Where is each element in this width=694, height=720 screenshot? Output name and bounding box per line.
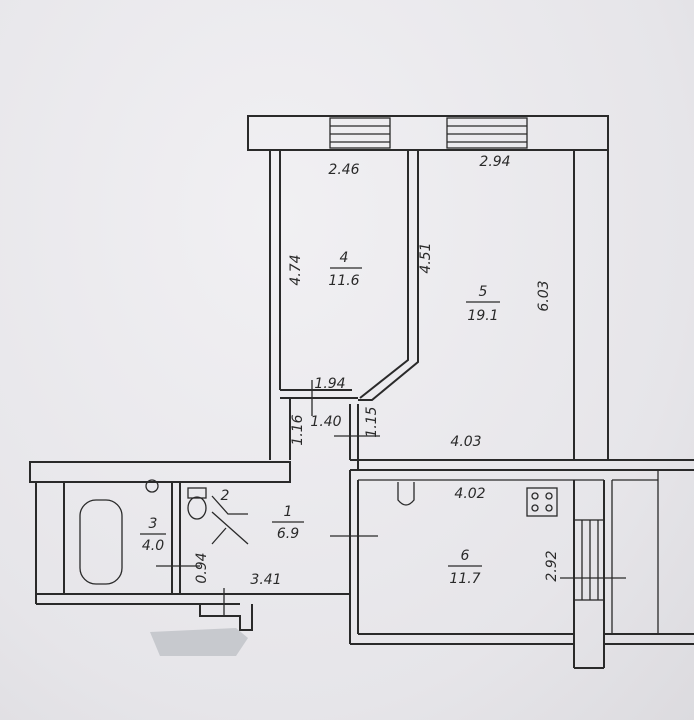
dimension-labels: 2.46 2.94 4.74 4.51 6.03 1.94 1.40 1.16 … xyxy=(194,154,560,588)
room-1-area: 6.9 xyxy=(277,526,299,542)
room-6-area: 11.7 xyxy=(449,571,480,587)
dim-room5-bottom: 4.03 xyxy=(450,434,481,450)
room-3-number: 3 xyxy=(149,516,158,532)
dim-corridor-bottom: 3.41 xyxy=(250,572,281,588)
fixtures xyxy=(79,267,626,656)
stove-icon xyxy=(526,487,558,517)
room-2-number: 2 xyxy=(221,488,230,504)
dim-room4-width: 2.46 xyxy=(328,162,359,178)
sink-icon xyxy=(145,479,159,493)
dim-hall-left: 1.16 xyxy=(290,414,306,445)
room-6-number: 6 xyxy=(461,548,470,564)
room-4-number: 4 xyxy=(340,250,349,266)
dim-room5-width: 2.94 xyxy=(479,154,510,170)
room-labels: 4 11.6 5 19.1 1 6.9 2 3 4.0 6 11.7 xyxy=(142,250,499,587)
dim-room4-height: 4.74 xyxy=(288,254,304,285)
dim-bath-side: 0.94 xyxy=(194,552,210,583)
dim-room5-height: 6.03 xyxy=(536,280,552,311)
dim-room4-bottom: 1.94 xyxy=(314,376,345,392)
room-4-area: 11.6 xyxy=(328,273,359,289)
kitchen-sink-icon xyxy=(397,482,415,506)
toilet-icon xyxy=(187,487,207,499)
dim-kitchen-side: 2.92 xyxy=(544,550,560,581)
wc-door-icon xyxy=(211,511,249,545)
room-5-area: 19.1 xyxy=(467,308,498,324)
dim-hall-right: 1.15 xyxy=(364,406,380,437)
redacted-area xyxy=(150,628,248,656)
dim-kitchen-top: 4.02 xyxy=(454,486,485,502)
bathtub-icon xyxy=(79,499,123,585)
walls xyxy=(29,115,694,669)
room-3-area: 4.0 xyxy=(142,538,164,554)
room-5-number: 5 xyxy=(479,284,488,300)
dim-room4-diag: 4.51 xyxy=(418,242,434,273)
dim-hall-width: 1.40 xyxy=(310,414,341,430)
room-1-number: 1 xyxy=(284,504,293,520)
